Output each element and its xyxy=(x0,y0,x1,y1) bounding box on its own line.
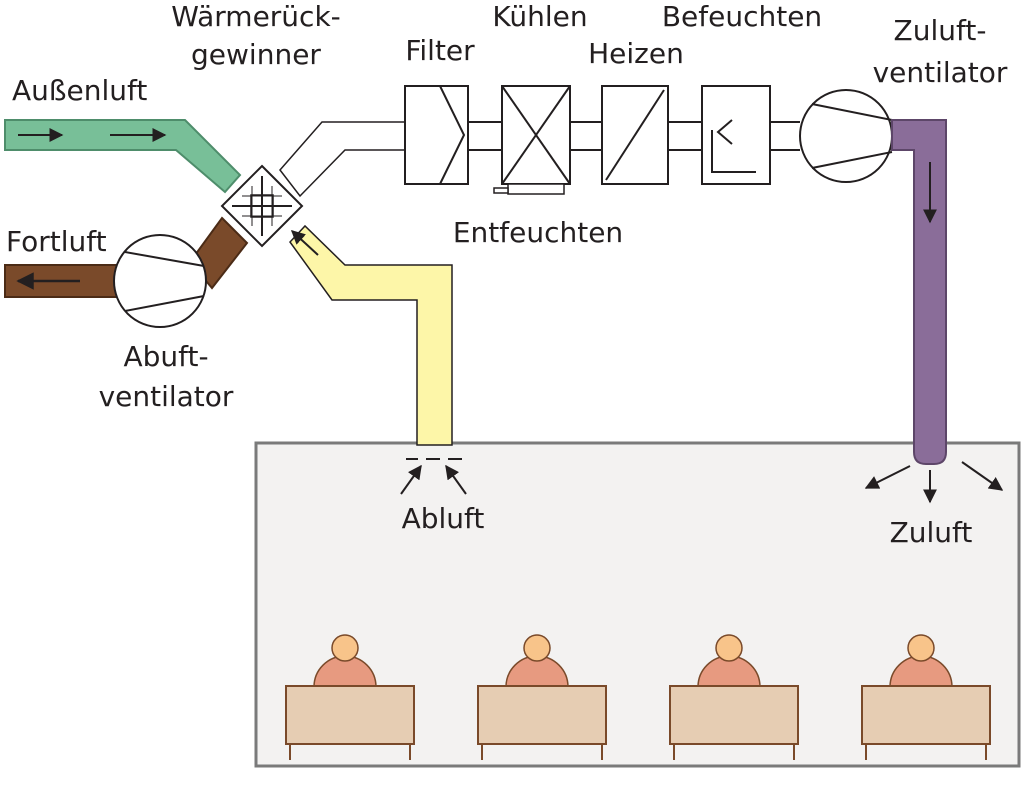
extract-air-duct-arrow xyxy=(290,230,319,256)
label-waermerueckgewinner-line2: gewinner xyxy=(191,38,321,71)
desk-icon xyxy=(669,685,799,745)
label-zuluft: Zuluft xyxy=(890,516,973,549)
label-aussenluft: Außenluft xyxy=(12,74,147,107)
label-filter: Filter xyxy=(405,34,475,67)
label-waermerueckgewinner-line1: Wärmerück- xyxy=(171,0,341,33)
heat-recovery-cross-icon xyxy=(220,164,304,248)
person-head xyxy=(331,634,359,662)
supply-outlet-arrow xyxy=(864,465,911,489)
label-zuluftventilator-line2: ventilator xyxy=(873,56,1008,89)
heating-coil-icon xyxy=(601,85,669,185)
supply-outlet-arrow xyxy=(961,461,1004,491)
supply-air-duct xyxy=(891,119,947,465)
filter-icon xyxy=(404,85,469,185)
label-abluftventilator-line2: ventilator xyxy=(99,380,234,413)
intake-duct xyxy=(279,121,406,198)
person-head xyxy=(907,634,935,662)
outside-air-duct xyxy=(4,119,242,194)
duct-connectors xyxy=(468,121,800,151)
supply-fan-icon xyxy=(799,89,893,183)
label-fortluft: Fortluft xyxy=(6,225,107,258)
extract-inlet-arrow xyxy=(400,464,422,495)
label-befeuchten: Befeuchten xyxy=(662,0,822,33)
extract-inlet-arrow xyxy=(445,464,467,495)
label-heizen: Heizen xyxy=(588,37,684,70)
occupants xyxy=(285,634,991,760)
humidifier-icon xyxy=(701,85,771,185)
person-head xyxy=(523,634,551,662)
extract-air-duct xyxy=(289,224,453,446)
desk-icon xyxy=(477,685,607,745)
label-entfeuchten: Entfeuchten xyxy=(453,216,623,249)
label-abluft: Abluft xyxy=(402,502,485,535)
label-abluftventilator-line1: Abuft- xyxy=(123,340,208,373)
label-zuluftventilator-line1: Zuluft- xyxy=(894,14,987,47)
desk-icon xyxy=(861,685,991,745)
person-head xyxy=(715,634,743,662)
cooling-coil-icon xyxy=(493,85,571,195)
exhaust-fan-icon xyxy=(113,234,207,328)
desk-icon xyxy=(285,685,415,745)
label-kuehlen: Kühlen xyxy=(492,0,587,33)
